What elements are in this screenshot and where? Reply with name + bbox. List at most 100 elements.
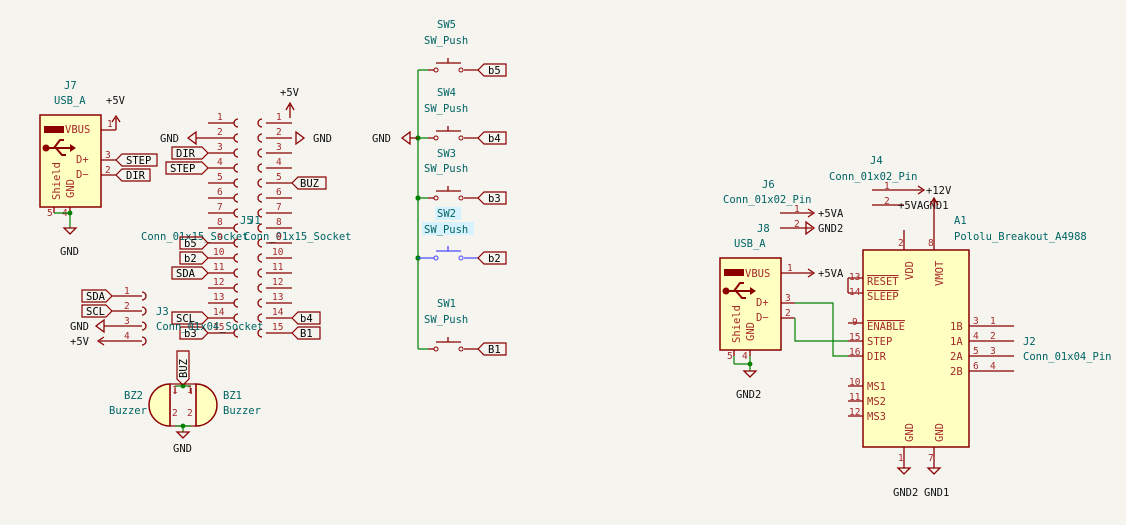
sw2-net: b2 — [488, 253, 501, 265]
a1-pin-enable: ENABLE — [867, 321, 905, 333]
pin-number: 1 — [172, 385, 178, 396]
j5-pin — [208, 148, 239, 158]
a1-pin-1b: 1B — [950, 321, 963, 333]
pin-number: 7 — [276, 202, 282, 213]
sw1-net: B1 — [488, 344, 501, 356]
net-label-flag — [477, 63, 507, 77]
sw3-ref: SW3 — [437, 148, 456, 160]
a1-pin-ms2: MS2 — [867, 396, 886, 408]
j6-connector[interactable]: J6 Conn_01x02_Pin 1 2 +5VA GND2 — [723, 179, 844, 236]
pin-number: 2 — [785, 308, 791, 319]
net-label-flag — [171, 266, 209, 280]
pin-number: 2 — [794, 219, 800, 230]
a1-pin-1a: 1A — [950, 336, 963, 348]
bz1-ref: BZ1 — [223, 390, 242, 402]
a1-body — [862, 249, 970, 448]
j5-net-labels: GND DIR STEP b5 b2 SDA SCL b3 — [160, 130, 209, 340]
power-label: +5V — [280, 87, 300, 99]
pin-number: 5 — [217, 172, 223, 183]
net-label-flag — [81, 304, 113, 318]
b2-net: b2 — [184, 253, 197, 265]
power-arrow — [96, 336, 112, 346]
sda-net: SDA — [176, 268, 196, 280]
power-arrow — [929, 196, 939, 230]
sw1-symbol[interactable] — [428, 337, 478, 352]
a1-pin-ms3: MS3 — [867, 411, 886, 423]
j3-value: Conn_01x04_Socket — [156, 321, 263, 333]
j5-pin — [208, 253, 239, 263]
pin-number: 8 — [276, 217, 282, 228]
sw4-value: SW_Push — [424, 103, 468, 115]
a1-pin-vmot: VMOT — [934, 260, 946, 286]
j7-pin-vbus: VBUS — [65, 124, 90, 136]
pin-number: 2 — [884, 196, 890, 207]
pin-number: 9 — [276, 232, 282, 243]
net-label-flag — [171, 311, 209, 325]
selection-highlight — [422, 222, 474, 235]
j5-pin — [208, 283, 239, 293]
j3-ref: J3 — [156, 306, 169, 318]
pin-number: 4 — [973, 331, 979, 342]
a1-pin-gnd: GND — [934, 423, 946, 442]
gnd-symbol — [62, 227, 78, 235]
sw3-value: SW_Push — [424, 163, 468, 175]
b4-net: b4 — [300, 313, 313, 325]
pin-number: 1 — [217, 112, 223, 123]
j2-connector[interactable]: J2 Conn_01x04_Pin 1 2 3 4 — [990, 316, 1112, 372]
dir-net: DIR — [176, 148, 196, 160]
sw2-symbol[interactable] — [418, 246, 478, 261]
power-arrow — [111, 114, 121, 130]
gnd-label: GND — [160, 133, 179, 145]
wire — [174, 388, 192, 394]
bz1-body — [195, 383, 218, 427]
sw3-symbol[interactable] — [428, 186, 478, 201]
j4-connector[interactable]: J4 Conn_01x02_Pin 1 2 +12V +5VAGND1 — [829, 155, 952, 212]
wire — [418, 69, 428, 350]
gnd-symbol — [295, 130, 306, 146]
j1-socket[interactable]: Conn_01x15_Socket J1 1234567891011121314… — [244, 112, 351, 338]
pin-number: 3 — [276, 142, 282, 153]
a1-left-pins — [848, 277, 863, 417]
a1-ref: A1 — [954, 215, 967, 227]
pin-number: 9 — [852, 317, 858, 328]
gnd-label: GND2 — [736, 389, 761, 401]
j8-value: USB_A — [734, 238, 766, 250]
gnd-label: GND2 — [818, 223, 843, 235]
net-label-flag — [179, 251, 209, 265]
j8-usb-a[interactable]: J8 USB_A VBUS D+ D− Shield GND 1 3 2 5 4… — [719, 223, 848, 401]
a1-pin-2a: 2A — [950, 351, 963, 363]
a1-driver[interactable]: A1 Pololu_Breakout_A4988 2 8 VDD VMOT 13… — [847, 196, 1087, 499]
buzzers[interactable]: BUZ 1 1 2 2 GND BZ2 Buzzer BZ1 Buzzer — [109, 350, 261, 455]
pin-number: 7 — [217, 202, 223, 213]
sw5-symbol[interactable] — [428, 58, 478, 73]
pin-number: 1 — [276, 112, 282, 123]
power-label: +12V — [926, 185, 952, 197]
gnd-label: GND — [173, 443, 192, 455]
j7-usb-a[interactable]: J7 USB_A VBUS D+ D− Shield GND 1 3 2 5 4… — [39, 80, 158, 258]
pin-number: 10 — [213, 247, 225, 258]
pin-number: 7 — [928, 453, 934, 464]
pin-number: 1 — [787, 263, 793, 274]
pin-number: 2 — [898, 238, 904, 249]
pin-number: 13 — [849, 272, 860, 283]
j3-socket[interactable]: SDA SCL GND +5V 1 2 3 4 J3 Conn_01x04_So… — [70, 286, 263, 348]
j1-ref: J1 — [248, 215, 261, 227]
pin-number: 2 — [124, 301, 130, 312]
j6-pins — [780, 212, 812, 229]
a1-top-pins — [903, 230, 935, 250]
j1-pin — [257, 283, 292, 293]
power-arrow — [904, 185, 926, 195]
pin-number: 3 — [785, 293, 791, 304]
net-label-flag — [477, 191, 507, 205]
sw5-ref: SW5 — [437, 19, 456, 31]
j1-pin — [257, 118, 292, 128]
wire-step — [795, 302, 848, 342]
b5-net: b5 — [184, 238, 197, 250]
sw5-value: SW_Push — [424, 35, 468, 47]
sw4-symbol[interactable] — [428, 126, 478, 141]
j1-pin — [257, 133, 292, 143]
j5-socket[interactable]: Conn_01x15_Socket J5 1234567891011121314… — [141, 112, 253, 338]
usb-port-icon — [724, 269, 744, 276]
wire — [54, 212, 71, 228]
